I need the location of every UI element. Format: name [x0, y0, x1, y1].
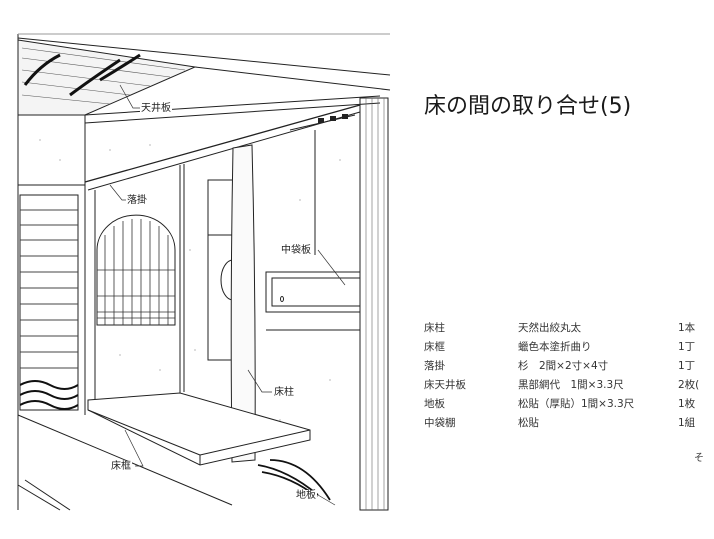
spec-material: 松貼（厚貼）1間×3.3尺 [518, 398, 635, 410]
label-ceiling-board: 天井板 [140, 103, 172, 114]
ceiling-wood-figure [23, 53, 141, 97]
spec-part: 床框 [424, 341, 445, 353]
spec-part: 落掛 [424, 360, 445, 372]
label-tokogamachi: 床框 [110, 461, 132, 472]
leader-lines [109, 84, 346, 506]
window-lattice [97, 219, 175, 325]
spec-part: 床天井板 [424, 379, 466, 391]
spec-material: 蠟色本塗折曲り [518, 341, 592, 353]
spec-qty: 2枚( [678, 379, 700, 391]
spec-qty: 1丁 [678, 341, 696, 353]
spec-material: 杉 2間×2寸×4寸 [518, 360, 609, 372]
jiita-wood-figure [257, 459, 331, 501]
scroll-circle [220, 259, 234, 301]
stipple-texture [39, 139, 341, 421]
spec-part: 地板 [424, 398, 445, 410]
lattice-transom [318, 114, 348, 123]
arched-window [96, 214, 176, 326]
spec-qty: 1丁 [678, 360, 696, 372]
trailing-text: そ [694, 453, 704, 464]
spec-material: 天然出絞丸太 [518, 322, 581, 334]
floor-wood-figure [19, 380, 79, 410]
tokonoma-illustration [17, 33, 391, 511]
tokobashira-pillar [230, 144, 256, 463]
hanging-scroll [207, 179, 234, 361]
label-jiita: 地板 [295, 490, 317, 501]
shoji-rails [20, 209, 78, 369]
spec-qty: 1本 [678, 322, 696, 334]
spec-part: 床柱 [424, 322, 445, 334]
spec-material: 松貼 [518, 417, 539, 429]
side-panel [359, 97, 389, 511]
spec-qty: 1枚 [678, 398, 696, 410]
spec-part: 中袋棚 [424, 417, 456, 429]
otoshigake-beam [84, 104, 361, 183]
page-title: 床の間の取り合せ(5) [424, 94, 632, 119]
ceiling-grain [21, 47, 186, 105]
label-otoshigake: 落掛 [126, 195, 148, 206]
shoji-door [19, 194, 79, 411]
label-tokobashira: 床柱 [273, 387, 295, 398]
spec-qty: 1組 [678, 417, 696, 429]
spec-material: 黒部網代 1間×3.3尺 [518, 379, 624, 391]
label-naka-fukuro-ita: 中袋板 [280, 245, 312, 256]
